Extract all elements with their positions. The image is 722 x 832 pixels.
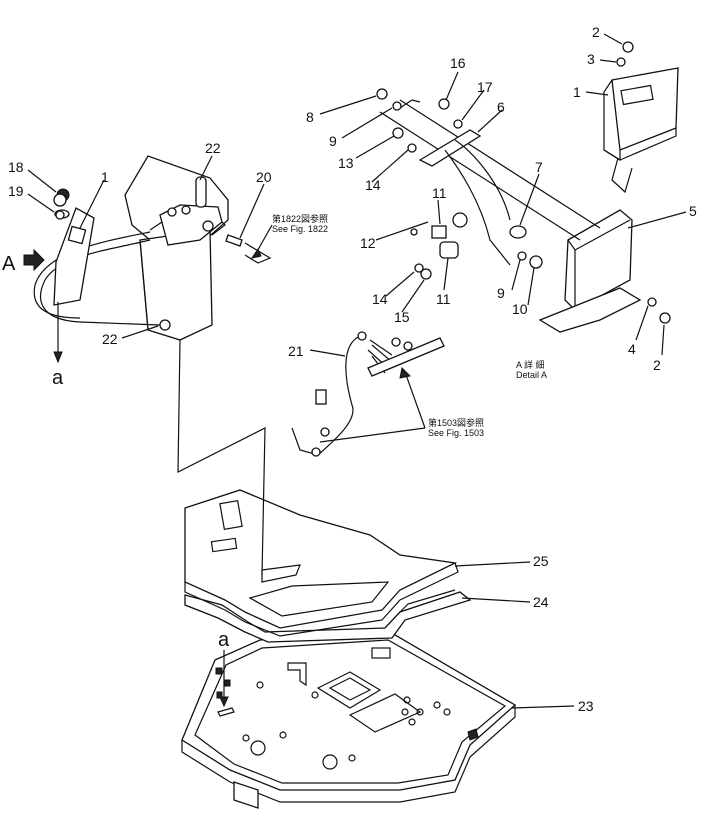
reference-notes: 第1822図参照 See Fig. 1822 第1503図参照 See Fig.… <box>272 213 547 438</box>
floor-mat-part-25 <box>184 489 459 637</box>
callout-4: 4 <box>628 341 636 357</box>
callout-14-top: 14 <box>365 177 381 193</box>
detail-ref-a-floor: a <box>218 629 230 651</box>
callout-5: 5 <box>689 203 697 219</box>
callout-11-bottom: 11 <box>436 291 451 307</box>
fasteners <box>53 41 671 437</box>
callout-2-bottom: 2 <box>653 357 661 373</box>
detail-a-title-jp: A 詳 細 <box>516 359 545 370</box>
detail-ref-a-left: a <box>52 367 64 389</box>
detail-a-title-en: Detail A <box>516 370 547 380</box>
callout-22-bottom: 22 <box>102 331 118 347</box>
callout-8: 8 <box>306 109 314 125</box>
callout-10: 10 <box>512 301 528 317</box>
route-line-console-to-mat <box>177 339 266 576</box>
callout-23: 23 <box>578 698 594 714</box>
callout-1-right: 1 <box>573 84 581 100</box>
callout-numbers: 2 3 1 5 4 2 8 9 13 14 16 17 6 7 11 12 11… <box>8 24 697 714</box>
ref-1503-jp: 第1503図参照 <box>428 417 484 428</box>
callout-21: 21 <box>288 343 304 359</box>
callout-16: 16 <box>450 55 466 71</box>
callout-6: 6 <box>497 99 505 115</box>
callout-19: 19 <box>8 183 24 199</box>
detail-a-bracket-assembly <box>379 67 679 333</box>
callout-9-bottom: 9 <box>497 285 505 301</box>
callout-22-top: 22 <box>205 140 221 156</box>
detail-ref-a-arrowhead <box>219 696 229 708</box>
wiring-harness-part-21 <box>291 331 445 457</box>
callout-25: 25 <box>533 553 549 569</box>
callout-12: 12 <box>360 235 376 251</box>
callout-2-top: 2 <box>592 24 600 40</box>
left-console-assembly <box>33 155 272 364</box>
callout-7: 7 <box>535 159 543 175</box>
callout-9-top: 9 <box>329 133 337 149</box>
callout-18: 18 <box>8 159 24 175</box>
ref-1822-en: See Fig. 1822 <box>272 224 328 234</box>
callout-leaders <box>27 33 687 709</box>
view-arrow-label: A <box>2 253 16 275</box>
callout-13: 13 <box>338 155 354 171</box>
ref-1822-jp: 第1822図参照 <box>272 213 328 224</box>
ref-1503-en: See Fig. 1503 <box>428 428 484 438</box>
callout-20: 20 <box>256 169 272 185</box>
callout-3: 3 <box>587 51 595 67</box>
callout-17: 17 <box>477 79 493 95</box>
floor-plate-part-23 <box>181 631 517 809</box>
view-arrow-a: A <box>2 248 45 275</box>
callout-1-left: 1 <box>101 169 109 185</box>
callout-15: 15 <box>394 309 410 325</box>
callout-24: 24 <box>533 594 549 610</box>
callout-11-top: 11 <box>432 185 447 201</box>
reference-arrows <box>250 224 426 443</box>
callout-14-bottom: 14 <box>372 291 388 307</box>
